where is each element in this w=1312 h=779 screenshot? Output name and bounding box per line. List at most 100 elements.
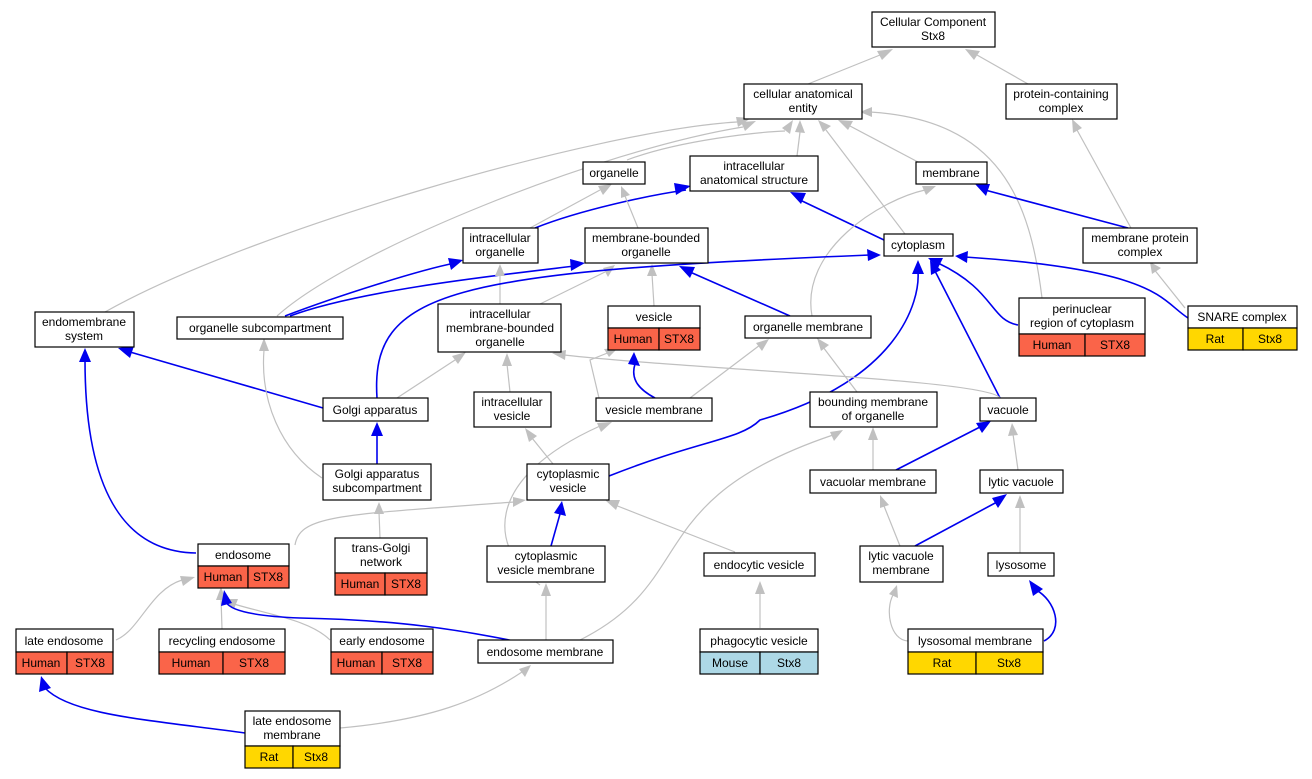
node-endomembrane-system[interactable]: endomembrane system [34, 311, 135, 348]
node-recycling-endosome[interactable]: recycling endosome Human STX8 [158, 628, 286, 675]
edge-orgmem-to-membrane [810, 189, 926, 317]
node-label: entity [789, 101, 818, 115]
node-golgi-apparatus[interactable]: Golgi apparatus [322, 397, 429, 422]
arrowhead [782, 120, 793, 134]
node-membrane-protein-complex[interactable]: membrane protein complex [1082, 227, 1198, 264]
edge-lvm-to-lytvac [914, 501, 998, 547]
arrowhead [741, 121, 756, 131]
node-intracellular-organelle[interactable]: intracellular organelle [462, 227, 539, 264]
node-label: cytoplasmic [537, 467, 600, 481]
edge-orgsub-to-intorg [284, 262, 456, 317]
edge-cvm-to-cytves [550, 513, 561, 547]
node-membrane[interactable]: membrane [915, 161, 988, 185]
gene-cell [1242, 327, 1298, 351]
arrowhead [1150, 262, 1161, 274]
node-endocytic-vesicle[interactable]: endocytic vesicle [703, 552, 816, 577]
arrowhead [756, 339, 769, 351]
node-protein-containing-complex[interactable]: protein-containing complex [1005, 83, 1118, 120]
arrowhead [880, 495, 889, 508]
node-cytoplasmic-vesicle-membrane[interactable]: cytoplasmic vesicle membrane [486, 545, 606, 583]
gene-cell [658, 327, 701, 351]
node-cellular-component[interactable]: Cellular Component Stx8 [871, 11, 996, 48]
arrowhead [755, 581, 765, 594]
node-phagocytic-vesicle[interactable]: phagocytic vesicle Mouse Stx8 [699, 628, 819, 675]
edge-layer [39, 49, 1189, 734]
node-lytic-vacuole-membrane[interactable]: lytic vacuole membrane [859, 545, 944, 583]
node-lytic-vacuole[interactable]: lytic vacuole [979, 469, 1064, 494]
node-late-endosome[interactable]: late endosome Human STX8 [15, 628, 114, 675]
edge-bounding-to-orgmem [822, 346, 858, 393]
arrowhead [790, 192, 806, 204]
node-label: cytoplasm [891, 238, 945, 252]
arrowhead [992, 494, 1007, 508]
arrowhead [912, 260, 924, 274]
node-cytoplasm[interactable]: cytoplasm [883, 233, 954, 257]
node-vacuole[interactable]: vacuole [979, 397, 1037, 422]
node-organelle[interactable]: organelle [582, 161, 646, 185]
gene-label: STX8 [239, 656, 269, 670]
node-label: lytic vacuole [988, 475, 1054, 489]
edge-perinuclear-to-cytoplasm [937, 262, 1019, 326]
node-snare-complex[interactable]: SNARE complex Rat Stx8 [1187, 305, 1298, 351]
edge-lvm-to-vacmem [883, 505, 901, 547]
node-label: protein-containing [1013, 87, 1108, 101]
node-label: phagocytic vesicle [710, 634, 808, 648]
node-cellular-anatomical-entity[interactable]: cellular anatomical entity [743, 83, 863, 120]
node-intracellular-membrane-bounded-organelle[interactable]: intracellular membrane-bounded organelle [437, 303, 562, 353]
edge-recycling-to-endosome [220, 597, 223, 630]
node-label: vacuolar membrane [820, 475, 926, 489]
species-label: Human [614, 332, 653, 346]
node-endosome[interactable]: endosome Human STX8 [197, 543, 290, 589]
species-label: Human [204, 570, 243, 584]
node-intracellular-anatomical-structure[interactable]: intracellular anatomical structure [689, 155, 819, 192]
node-label: system [65, 329, 103, 343]
arrowhead [371, 422, 383, 436]
node-label: endosome [215, 548, 271, 562]
gene-label: STX8 [253, 570, 283, 584]
node-organelle-membrane[interactable]: organelle membrane [744, 315, 872, 339]
edge-endosome-to-cytves [294, 501, 515, 546]
node-label: Golgi apparatus [335, 467, 420, 481]
arrowhead [570, 259, 585, 271]
node-early-endosome[interactable]: early endosome Human STX8 [330, 628, 434, 675]
node-label: vesicle membrane [497, 563, 595, 577]
arrowhead [541, 583, 551, 596]
node-cytoplasmic-vesicle[interactable]: cytoplasmic vesicle [526, 463, 610, 501]
gene-label: STX8 [392, 656, 422, 670]
edge-orgsub-to-entity [276, 126, 744, 317]
node-vesicle-membrane[interactable]: vesicle membrane [595, 397, 713, 422]
edge-vesmem-to-vesicle [589, 351, 611, 399]
arrowhead [1008, 423, 1018, 436]
node-trans-golgi-network[interactable]: trans-Golgi network Human STX8 [334, 537, 428, 596]
node-bounding-membrane-of-organelle[interactable]: bounding membrane of organelle [809, 391, 938, 428]
gene-cell [247, 565, 290, 589]
node-golgi-apparatus-subcompartment[interactable]: Golgi apparatus subcompartment [322, 463, 432, 501]
node-label: of organelle [842, 409, 905, 423]
edge-cytves-to-cytoplasm [608, 271, 919, 477]
edge-perinuclear-to-entity [869, 111, 1043, 299]
node-endosome-membrane[interactable]: endosome membrane [477, 639, 614, 664]
node-intracellular-vesicle[interactable]: intracellular vesicle [473, 391, 552, 428]
arrowhead [965, 49, 980, 60]
node-label: organelle subcompartment [189, 321, 332, 335]
arrowhead [598, 184, 612, 195]
edge-lysmem-to-lysosome [1035, 589, 1057, 642]
node-label: membrane [922, 166, 980, 180]
node-lysosomal-membrane[interactable]: lysosomal membrane Rat Stx8 [907, 628, 1044, 675]
gene-cell [1084, 333, 1146, 357]
node-organelle-subcompartment[interactable]: organelle subcompartment [176, 316, 344, 340]
node-label: anatomical structure [700, 173, 808, 187]
edge-cytoplasm-to-ias [799, 199, 885, 241]
node-label: intracellular [469, 231, 530, 245]
node-vacuolar-membrane[interactable]: vacuolar membrane [809, 469, 937, 494]
arrowhead [877, 49, 893, 60]
node-perinuclear-region-of-cytoplasm[interactable]: perinuclear region of cytoplasm Human ST… [1018, 297, 1146, 357]
gene-label: STX8 [664, 332, 694, 346]
node-membrane-bounded-organelle[interactable]: membrane-bounded organelle [584, 227, 709, 264]
edge-golgi-to-imbo [396, 359, 456, 399]
node-vesicle[interactable]: vesicle Human STX8 [607, 305, 701, 351]
node-late-endosome-membrane[interactable]: late endosome membrane Rat Stx8 [244, 710, 341, 769]
arrowhead [118, 346, 134, 358]
node-lysosome[interactable]: lysosome [987, 552, 1055, 577]
